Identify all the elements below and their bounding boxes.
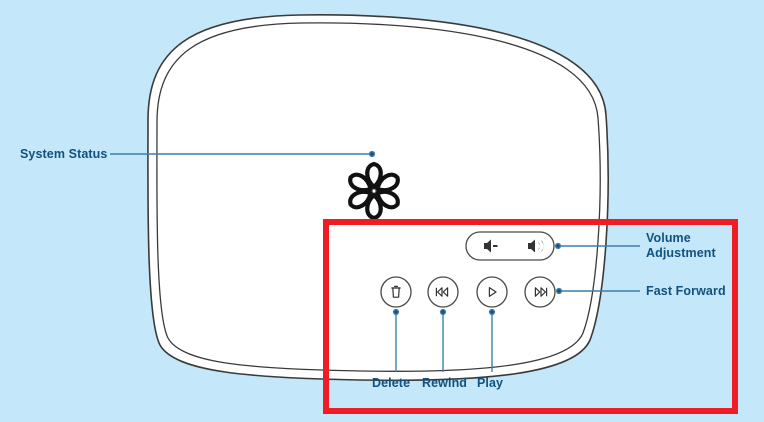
- rewind-icon[interactable]: [435, 287, 449, 297]
- leader-dot-play: [488, 308, 496, 316]
- red-highlight-box: [323, 219, 738, 414]
- leader-dot-system-status: [368, 150, 376, 158]
- volume-down-icon[interactable]: [484, 239, 498, 253]
- leader-dot-delete: [392, 308, 400, 316]
- delete-button[interactable]: [380, 276, 412, 308]
- play-button-body[interactable]: [476, 276, 508, 308]
- leader-dot-fast-forward: [555, 287, 563, 295]
- callout-label-volume-line2: Adjustment: [646, 246, 716, 260]
- callout-label-delete: Delete: [372, 376, 411, 390]
- callout-leader-lines: [110, 150, 640, 372]
- rewind-button[interactable]: [427, 276, 459, 308]
- volume-up-icon[interactable]: [528, 239, 544, 253]
- callout-label-rewind: Rewind: [422, 376, 468, 390]
- play-icon[interactable]: [488, 287, 497, 297]
- fast-forward-button[interactable]: [524, 276, 556, 308]
- fast-forward-icon[interactable]: [534, 287, 548, 297]
- leader-dot-volume: [554, 242, 562, 250]
- trash-icon[interactable]: [391, 285, 401, 298]
- callout-label-play: Play: [477, 376, 504, 390]
- callout-label-fast-forward: Fast Forward: [646, 284, 726, 298]
- volume-button-body[interactable]: [465, 231, 555, 261]
- callout-label-volume-line1: Volume: [646, 231, 691, 245]
- flower-status-indicator: [348, 161, 400, 221]
- volume-adjustment-button[interactable]: [465, 231, 555, 261]
- leader-dot-rewind: [439, 308, 447, 316]
- play-button[interactable]: [476, 276, 508, 308]
- callout-label-system-status: System Status: [20, 147, 108, 161]
